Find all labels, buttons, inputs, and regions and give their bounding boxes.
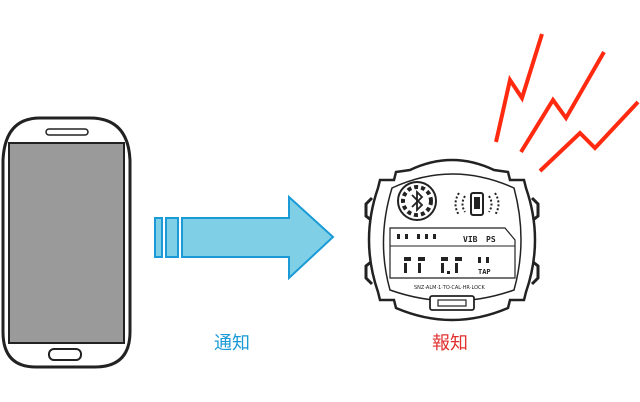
smartphone xyxy=(1,116,132,369)
lcd-panel xyxy=(389,227,516,279)
watch-button-right-top xyxy=(530,196,540,222)
notify-label: 通知 xyxy=(214,333,250,354)
zigzag-1 xyxy=(494,33,544,143)
lcd-top-segments xyxy=(397,234,436,239)
phone-earpiece xyxy=(45,128,89,136)
watch-button-right-bottom xyxy=(530,260,540,286)
bluetooth-icon xyxy=(397,181,437,221)
bezel-markings: SNZ·ALM·1·TO·CAL·HR·LOCK xyxy=(414,285,486,291)
connector-slot xyxy=(437,299,467,307)
notification-arrow xyxy=(154,194,335,281)
ps-indicator: PS xyxy=(486,235,496,244)
alert-label: 報知 xyxy=(432,333,468,354)
zigzag-3 xyxy=(538,100,640,173)
watch-button-left-bottom xyxy=(364,260,374,286)
zigzag-2 xyxy=(519,51,606,154)
tap-indicator: TAP xyxy=(478,268,491,276)
phone-vibrate-icon xyxy=(454,192,500,216)
smartwatch: VIB PS TAP SNZ·ALM·1·TO·CAL·HR·LOCK xyxy=(364,158,540,322)
arrow-shape xyxy=(181,194,335,281)
arrow-bar-small-2 xyxy=(165,217,179,258)
phone-screen xyxy=(8,142,125,344)
alert-zigzags xyxy=(494,33,640,173)
lcd-digits xyxy=(404,257,489,274)
watch-button-left-top xyxy=(364,196,374,222)
arrow-bar-small-1 xyxy=(154,217,163,258)
phone-home-button xyxy=(48,348,82,361)
vib-indicator: VIB xyxy=(463,235,478,244)
watch-bottom-connector xyxy=(429,295,475,311)
